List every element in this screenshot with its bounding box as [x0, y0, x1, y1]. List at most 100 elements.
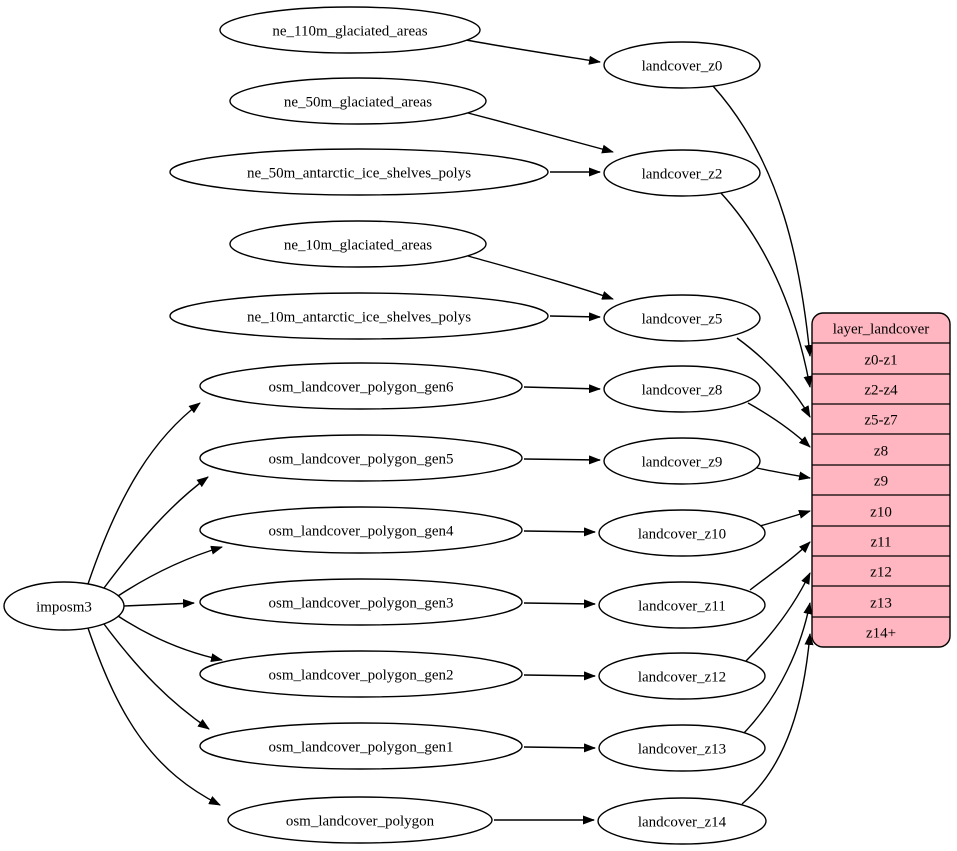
node-ellipse [219, 6, 481, 54]
edge-imposm3-to-gen3 [123, 598, 195, 608]
node-ellipse [227, 796, 493, 844]
edge-imposm3-to-polygon [87, 627, 221, 806]
edge-z2-to-row-z2-z4 [719, 191, 813, 388]
edge-z8-to-row-z8 [747, 402, 811, 448]
edge-imposm3-to-gen2 [117, 615, 223, 663]
node-label: landcover_z9 [642, 454, 723, 470]
node-label: landcover_z10 [638, 526, 726, 542]
node-label: osm_landcover_polygon_gen6 [269, 379, 454, 395]
node-label: osm_landcover_polygon_gen2 [269, 667, 454, 683]
node-osm_landcover_polygon_gen2: osm_landcover_polygon_gen2 [199, 650, 523, 698]
node-ne_10m_antarctic_ice_shelves_polys: ne_10m_antarctic_ice_shelves_polys [169, 292, 549, 340]
edge-z13-to-row-z13 [743, 602, 813, 734]
node-ellipse [598, 509, 766, 557]
node-ellipse [199, 650, 523, 698]
node-osm_landcover_polygon_gen4: osm_landcover_polygon_gen4 [199, 506, 523, 554]
node-landcover_z8: landcover_z8 [603, 365, 761, 413]
node-landcover_z11: landcover_z11 [598, 581, 766, 629]
node-ellipse [199, 434, 523, 482]
node-osm_landcover_polygon_gen3: osm_landcover_polygon_gen3 [199, 578, 523, 626]
node-ellipse [169, 292, 549, 340]
node-label: landcover_z0 [642, 58, 723, 74]
edge-group-table [712, 85, 814, 805]
node-landcover_z5: landcover_z5 [603, 294, 761, 342]
edge-ne110m-to-z0 [465, 39, 601, 65]
node-label: ne_50m_antarctic_ice_shelves_polys [247, 165, 471, 181]
node-ellipse [603, 294, 761, 342]
edge-z14-to-row-z14plus [741, 633, 814, 805]
node-landcover_z13: landcover_z13 [598, 724, 766, 772]
node-osm_landcover_polygon_gen5: osm_landcover_polygon_gen5 [199, 434, 523, 482]
node-ellipse [597, 797, 767, 845]
edge-gen2-to-z12 [523, 671, 596, 681]
node-label: landcover_z11 [638, 598, 726, 614]
edge-gen5-to-z9 [523, 455, 601, 465]
edge-ne10m-antarctic-to-z5 [549, 312, 601, 322]
node-label: ne_10m_antarctic_ice_shelves_polys [247, 309, 471, 325]
node-label: landcover_z12 [638, 669, 726, 685]
edge-group-imposm3 [87, 402, 223, 806]
table-row-z8: z8 [874, 443, 888, 459]
node-ne_50m_glaciated_areas: ne_50m_glaciated_areas [229, 77, 487, 125]
node-ellipse [229, 77, 487, 125]
edge-gen6-to-z8 [523, 384, 601, 394]
node-landcover_z0: landcover_z0 [603, 41, 761, 89]
table-row-z14plus: z14+ [866, 625, 896, 641]
node-label: osm_landcover_polygon [286, 813, 435, 829]
table-background [811, 312, 951, 648]
node-label: ne_50m_glaciated_areas [284, 94, 432, 110]
node-label: ne_10m_glaciated_areas [284, 237, 432, 253]
node-ne_110m_glaciated_areas: ne_110m_glaciated_areas [219, 6, 481, 54]
layer-landcover-table: layer_landcover z0-z1 z2-z4 z5-z7 z8 z9 … [811, 312, 951, 648]
node-landcover_z10: landcover_z10 [598, 509, 766, 557]
edge-z5-to-row-z5-z7 [736, 337, 811, 418]
edge-gen1-to-z13 [523, 743, 596, 753]
node-label: landcover_z2 [642, 166, 723, 182]
edge-imposm3-to-gen4 [117, 545, 223, 597]
node-label: osm_landcover_polygon_gen1 [269, 739, 454, 755]
table-row-z10: z10 [870, 504, 892, 520]
node-ellipse [169, 148, 549, 196]
edge-gen4-to-z10 [523, 527, 596, 537]
node-ne_10m_glaciated_areas: ne_10m_glaciated_areas [229, 220, 487, 268]
node-osm_landcover_polygon_gen6: osm_landcover_polygon_gen6 [199, 362, 523, 410]
node-label: landcover_z8 [642, 382, 723, 398]
edge-imposm3-to-gen6 [87, 402, 201, 585]
node-label: ne_110m_glaciated_areas [272, 23, 427, 39]
node-ellipse [603, 41, 761, 89]
edge-z0-to-row-z0-z1 [712, 85, 814, 357]
node-label: imposm3 [36, 599, 92, 615]
edge-gen3-to-z11 [523, 599, 596, 609]
node-landcover_z12: landcover_z12 [598, 652, 766, 700]
table-row-z5-z7: z5-z7 [864, 412, 898, 428]
table-row-z11: z11 [870, 534, 891, 550]
table-row-z12: z12 [870, 564, 892, 580]
node-ellipse [199, 362, 523, 410]
node-ellipse [229, 220, 487, 268]
node-label: osm_landcover_polygon_gen4 [269, 523, 454, 539]
edge-imposm3-to-gen1 [103, 623, 210, 730]
node-ellipse [199, 506, 523, 554]
table-row-z0-z1: z0-z1 [864, 352, 897, 368]
node-label: landcover_z5 [642, 311, 723, 327]
edge-z12-to-row-z12 [745, 572, 811, 662]
edge-group-sources [465, 39, 614, 825]
node-label: landcover_z14 [638, 814, 727, 830]
node-ellipse [199, 722, 523, 770]
table-row-z13: z13 [870, 595, 892, 611]
node-ellipse [3, 581, 125, 631]
table-row-z9: z9 [874, 473, 888, 489]
node-osm_landcover_polygon_gen1: osm_landcover_polygon_gen1 [199, 722, 523, 770]
node-landcover_z9: landcover_z9 [603, 437, 761, 485]
node-ellipse [199, 578, 523, 626]
node-imposm3: imposm3 [3, 581, 125, 631]
node-ne_50m_antarctic_ice_shelves_polys: ne_50m_antarctic_ice_shelves_polys [169, 148, 549, 196]
edge-imposm3-to-gen5 [103, 476, 209, 589]
node-osm_landcover_polygon: osm_landcover_polygon [227, 796, 493, 844]
node-ellipse [603, 437, 761, 485]
edge-z10-to-row-z10 [759, 509, 811, 527]
node-landcover_z14: landcover_z14 [597, 797, 767, 845]
edge-z11-to-row-z11 [749, 541, 811, 591]
node-ellipse [603, 149, 761, 197]
